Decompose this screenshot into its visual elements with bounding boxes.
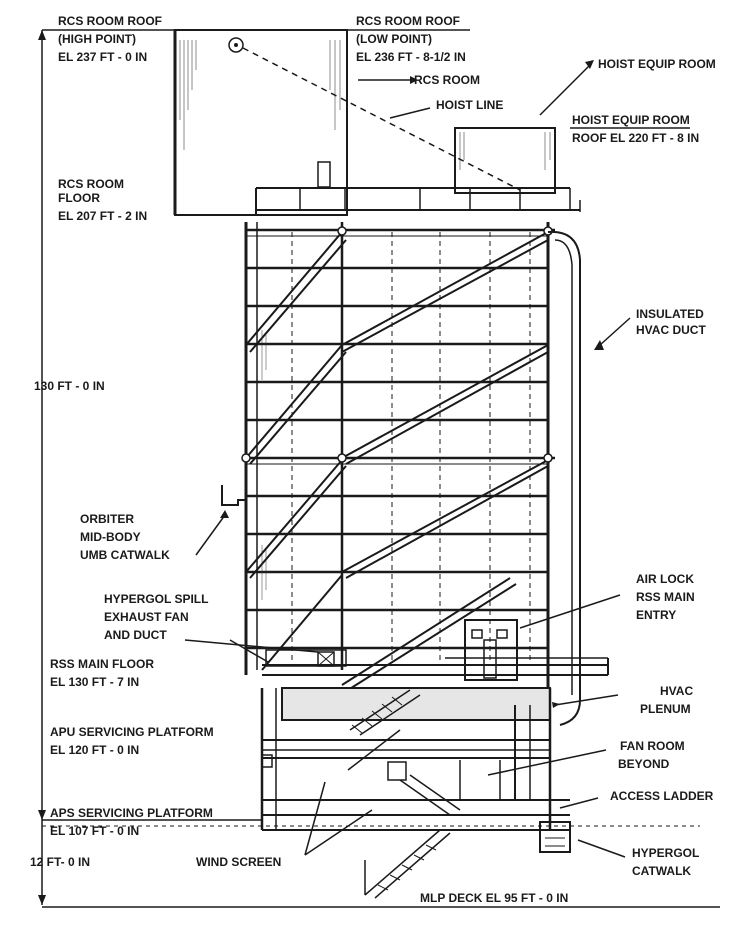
rss-main-floor-label: RSS MAIN FLOOR EL 130 FT - 7 IN — [50, 657, 157, 689]
hypergol-catwalk-label: HYPERGOL CATWALK — [632, 846, 702, 878]
access-ladder-label: ACCESS LADDER — [610, 789, 714, 803]
hvac-duct — [547, 230, 581, 726]
apu-platform-label: APU SERVICING PLATFORM EL 120 FT - 0 IN — [50, 725, 217, 757]
bottom-height-label: 12 FT- 0 IN — [30, 855, 90, 869]
hoist-line-label: HOIST LINE — [436, 98, 503, 112]
rcs-roof-high-label: RCS ROOM ROOF (HIGH POINT) EL 237 FT - 0… — [58, 14, 165, 64]
rcs-room — [173, 29, 521, 216]
air-lock-label: AIR LOCK RSS MAIN ENTRY — [636, 572, 698, 622]
rcs-floor-platform — [255, 187, 581, 215]
mlp-deck-label: MLP DECK EL 95 FT - 0 IN — [420, 891, 568, 905]
rcs-room-label: RCS ROOM — [414, 73, 480, 87]
dimension-lines — [38, 29, 720, 908]
rss-structure-frame — [241, 222, 555, 691]
aps-platform-label: APS SERVICING PLATFORM EL 107 FT - 0 IN — [50, 806, 216, 838]
orbiter-catwalk-label: ORBITER MID-BODY UMB CATWALK — [80, 512, 170, 562]
hoist-roof-label: HOIST EQUIP ROOM ROOF EL 220 FT - 8 IN — [572, 113, 699, 145]
hypergol-spill-label: HYPERGOL SPILL EXHAUST FAN AND DUCT — [104, 592, 212, 642]
hoist-equip-room — [454, 127, 556, 194]
lower-structure — [260, 619, 609, 899]
insulated-duct-label: INSULATED HVAC DUCT — [636, 307, 707, 337]
hoist-equip-room-label: HOIST EQUIP ROOM — [598, 57, 716, 71]
hvac-plenum-label: HVAC PLENUM — [640, 684, 696, 716]
total-height-label: 130 FT - 0 IN — [34, 379, 105, 393]
rcs-roof-low-label: RCS ROOM ROOF (LOW POINT) EL 236 FT - 8-… — [356, 14, 466, 64]
rcs-floor-label: RCS ROOM FLOOR EL 207 FT - 2 IN — [58, 177, 147, 223]
wind-screen-label: WIND SCREEN — [196, 855, 281, 869]
leader-lines — [184, 64, 631, 858]
fan-room-label: FAN ROOM BEYOND — [618, 739, 688, 771]
orbiter-catwalk — [221, 485, 246, 506]
